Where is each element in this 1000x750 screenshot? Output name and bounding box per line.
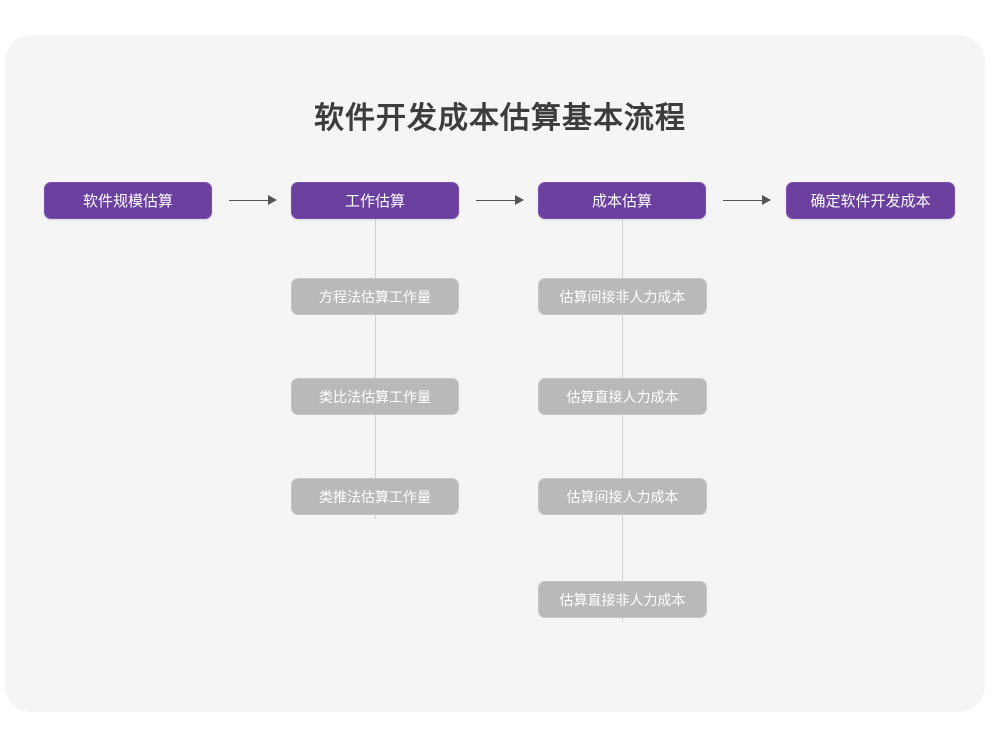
step-node-software-scale-estimation[interactable]: 软件规模估算	[44, 182, 212, 219]
diagram-panel	[5, 35, 985, 712]
sub-node-equation-method-effort[interactable]: 方程法估算工作量	[291, 278, 459, 315]
step-node-work-estimation[interactable]: 工作估算	[291, 182, 459, 219]
sub-node-analogy-inference-method-effort[interactable]: 类推法估算工作量	[291, 478, 459, 515]
connector-work-vertical	[375, 219, 376, 519]
sub-node-label: 类比法估算工作量	[319, 388, 431, 405]
sub-node-direct-nonlabor-cost[interactable]: 估算直接非人力成本	[538, 581, 707, 618]
step-node-label: 确定软件开发成本	[810, 193, 931, 210]
step-node-cost-estimation[interactable]: 成本估算	[538, 182, 706, 219]
arrow-shaft	[723, 199, 763, 201]
arrow-icon-step1-to-step2	[229, 190, 277, 210]
sub-node-label: 估算间接非人力成本	[559, 288, 686, 305]
arrow-shaft	[476, 199, 516, 201]
arrow-shaft	[229, 199, 269, 201]
sub-node-label: 估算直接人力成本	[566, 388, 679, 405]
step-node-label: 软件规模估算	[82, 193, 173, 210]
arrow-icon-step3-to-step4	[723, 190, 771, 210]
step-node-label: 工作估算	[344, 193, 405, 210]
sub-node-analogy-method-effort[interactable]: 类比法估算工作量	[291, 378, 459, 415]
sub-node-label: 估算直接非人力成本	[559, 591, 686, 608]
sub-node-label: 类推法估算工作量	[319, 488, 431, 505]
step-node-determine-development-cost[interactable]: 确定软件开发成本	[786, 182, 955, 219]
arrow-icon-step2-to-step3	[476, 190, 524, 210]
diagram-title: 软件开发成本估算基本流程	[314, 102, 686, 135]
connector-cost-vertical	[622, 219, 623, 622]
sub-node-label: 估算间接人力成本	[566, 488, 679, 505]
sub-node-label: 方程法估算工作量	[319, 288, 431, 305]
sub-node-indirect-nonlabor-cost[interactable]: 估算间接非人力成本	[538, 278, 707, 315]
arrow-head	[762, 195, 771, 205]
arrow-head	[268, 195, 277, 205]
arrow-head	[515, 195, 524, 205]
step-node-label: 成本估算	[591, 193, 652, 210]
sub-node-indirect-labor-cost[interactable]: 估算间接人力成本	[538, 478, 707, 515]
sub-node-direct-labor-cost[interactable]: 估算直接人力成本	[538, 378, 707, 415]
